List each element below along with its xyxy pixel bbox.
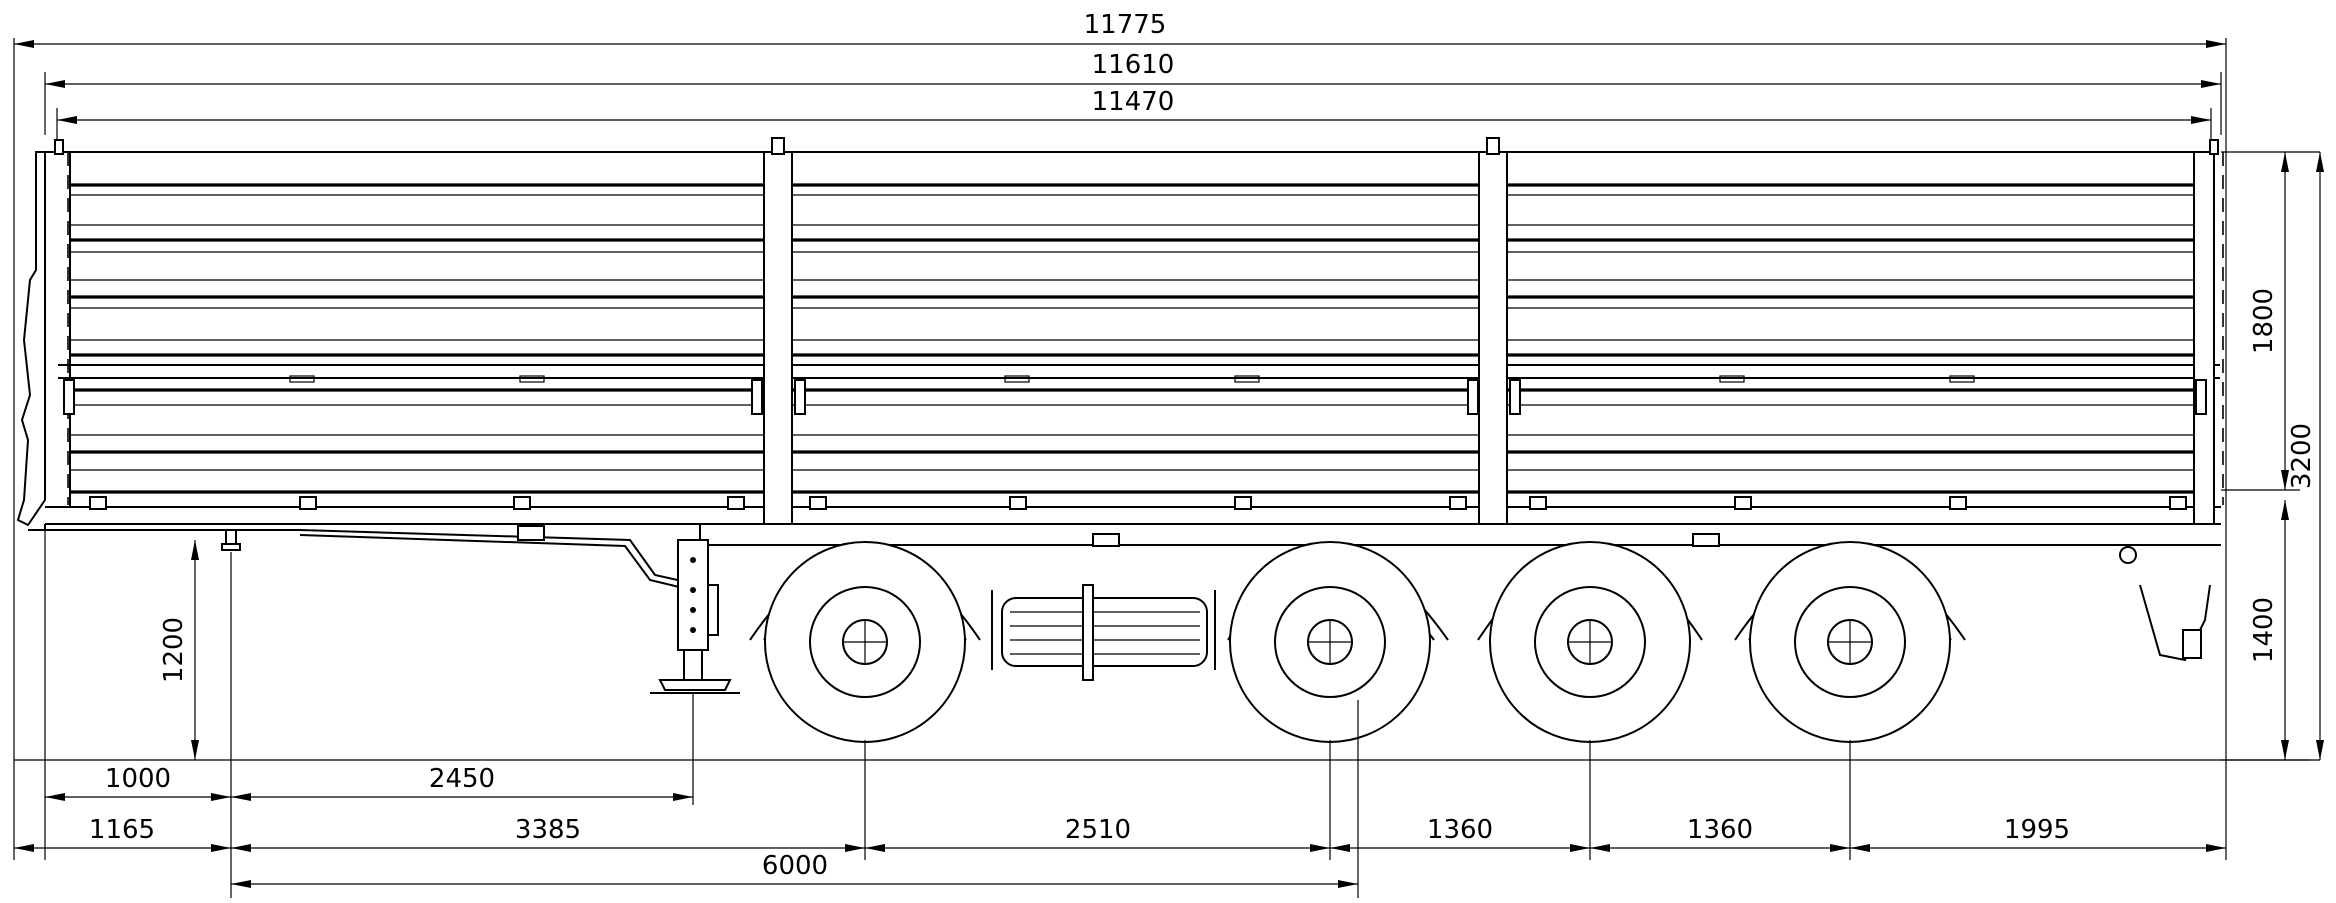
dim-1800: 1800 — [2249, 288, 2279, 354]
dim-1360-b: 1360 — [1687, 815, 1753, 845]
dim-1000: 1000 — [105, 764, 171, 794]
dim-3200: 3200 — [2287, 423, 2317, 489]
dim-1400: 1400 — [2249, 597, 2279, 663]
board-hinges — [89, 375, 2187, 510]
wheel-axle-4 — [1734, 541, 1966, 743]
wheel-axle-3 — [1477, 541, 1703, 743]
dim-11775: 11775 — [1084, 10, 1167, 40]
overall-length-dimensions: 11775 11610 11470 — [13, 10, 2227, 860]
height-dimensions: 1800 1400 3200 — [2221, 151, 2324, 761]
lower-dimensions: 1000 2450 1165 3385 2510 1360 1360 1995 … — [14, 530, 2226, 898]
dim-2510: 2510 — [1065, 815, 1131, 845]
kingpin-height-dimension: 1200 — [159, 540, 232, 898]
dim-1360-a: 1360 — [1427, 815, 1493, 845]
wheel-axle-2 — [1227, 541, 1449, 743]
spare-wheel-carrier — [991, 584, 1216, 681]
dim-3385: 3385 — [515, 815, 581, 845]
dim-1995: 1995 — [2004, 815, 2070, 845]
dim-1200: 1200 — [159, 617, 189, 683]
dim-11610: 11610 — [1092, 50, 1175, 80]
landing-gear — [650, 539, 740, 694]
trailer-front-end — [16, 139, 70, 527]
dim-6000: 6000 — [762, 851, 828, 881]
dim-2450: 2450 — [429, 764, 495, 794]
side-boards — [45, 137, 2224, 525]
dim-1165: 1165 — [89, 815, 155, 845]
chassis-frame — [28, 523, 2221, 662]
wheel-axle-1 — [749, 541, 981, 743]
dim-11470: 11470 — [1092, 87, 1175, 117]
